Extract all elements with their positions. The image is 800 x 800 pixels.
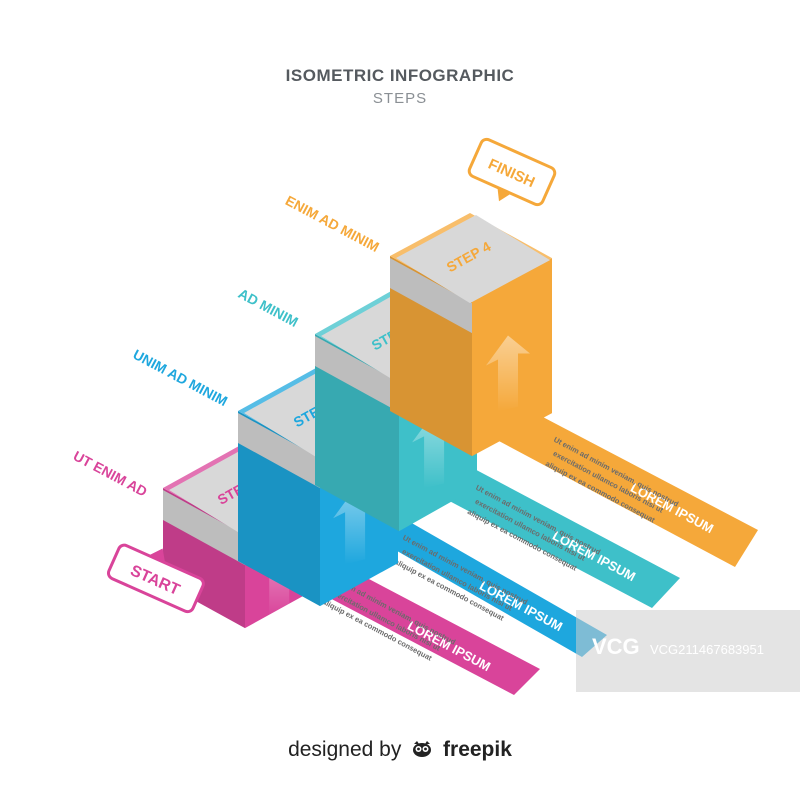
- up-arrow-icon: [412, 412, 457, 489]
- step-block-4: STEP 4: [390, 213, 552, 457]
- banner-2: [357, 506, 607, 657]
- blocks-layer: STEP 1STEP 2STEP 3STEP 4: [163, 213, 552, 629]
- step-heading-1: UT ENIM AD: [71, 447, 150, 499]
- footer-prefix: designed by: [288, 738, 402, 761]
- watermark-logo: VCG: [592, 634, 640, 659]
- footer-brand: freepik: [443, 738, 512, 761]
- page-title: ISOMETRIC INFOGRAPHIC: [285, 66, 515, 85]
- step-heading-2: UNIM AD MINIM: [130, 346, 230, 409]
- start-badge: START: [106, 543, 205, 614]
- block-label-band: [396, 215, 550, 304]
- finish-badge-pointer: [497, 187, 512, 202]
- start-badge-pointer: [148, 548, 166, 563]
- banner-3: [421, 456, 680, 608]
- watermark: VCG VCG211467683951: [576, 610, 800, 692]
- page-subtitle: STEPS: [372, 90, 428, 107]
- block-stripe-side: [238, 413, 320, 489]
- up-arrow-icon: [333, 488, 378, 565]
- up-arrow-icon: [486, 335, 530, 412]
- step-heading-3: AD MINIM: [236, 285, 301, 330]
- finish-badge: FINISH: [467, 137, 557, 207]
- watermark-id: VCG211467683951: [650, 642, 764, 657]
- step-heading-4: ENIM AD MINIM: [283, 192, 382, 255]
- banner-4: [497, 405, 758, 567]
- footer-credit: designed by freepik: [0, 738, 800, 762]
- block-stripe-side: [163, 490, 245, 566]
- block-stripe-side: [390, 258, 472, 334]
- block-stripe-side: [315, 336, 399, 413]
- freepik-owl-icon: [413, 741, 432, 757]
